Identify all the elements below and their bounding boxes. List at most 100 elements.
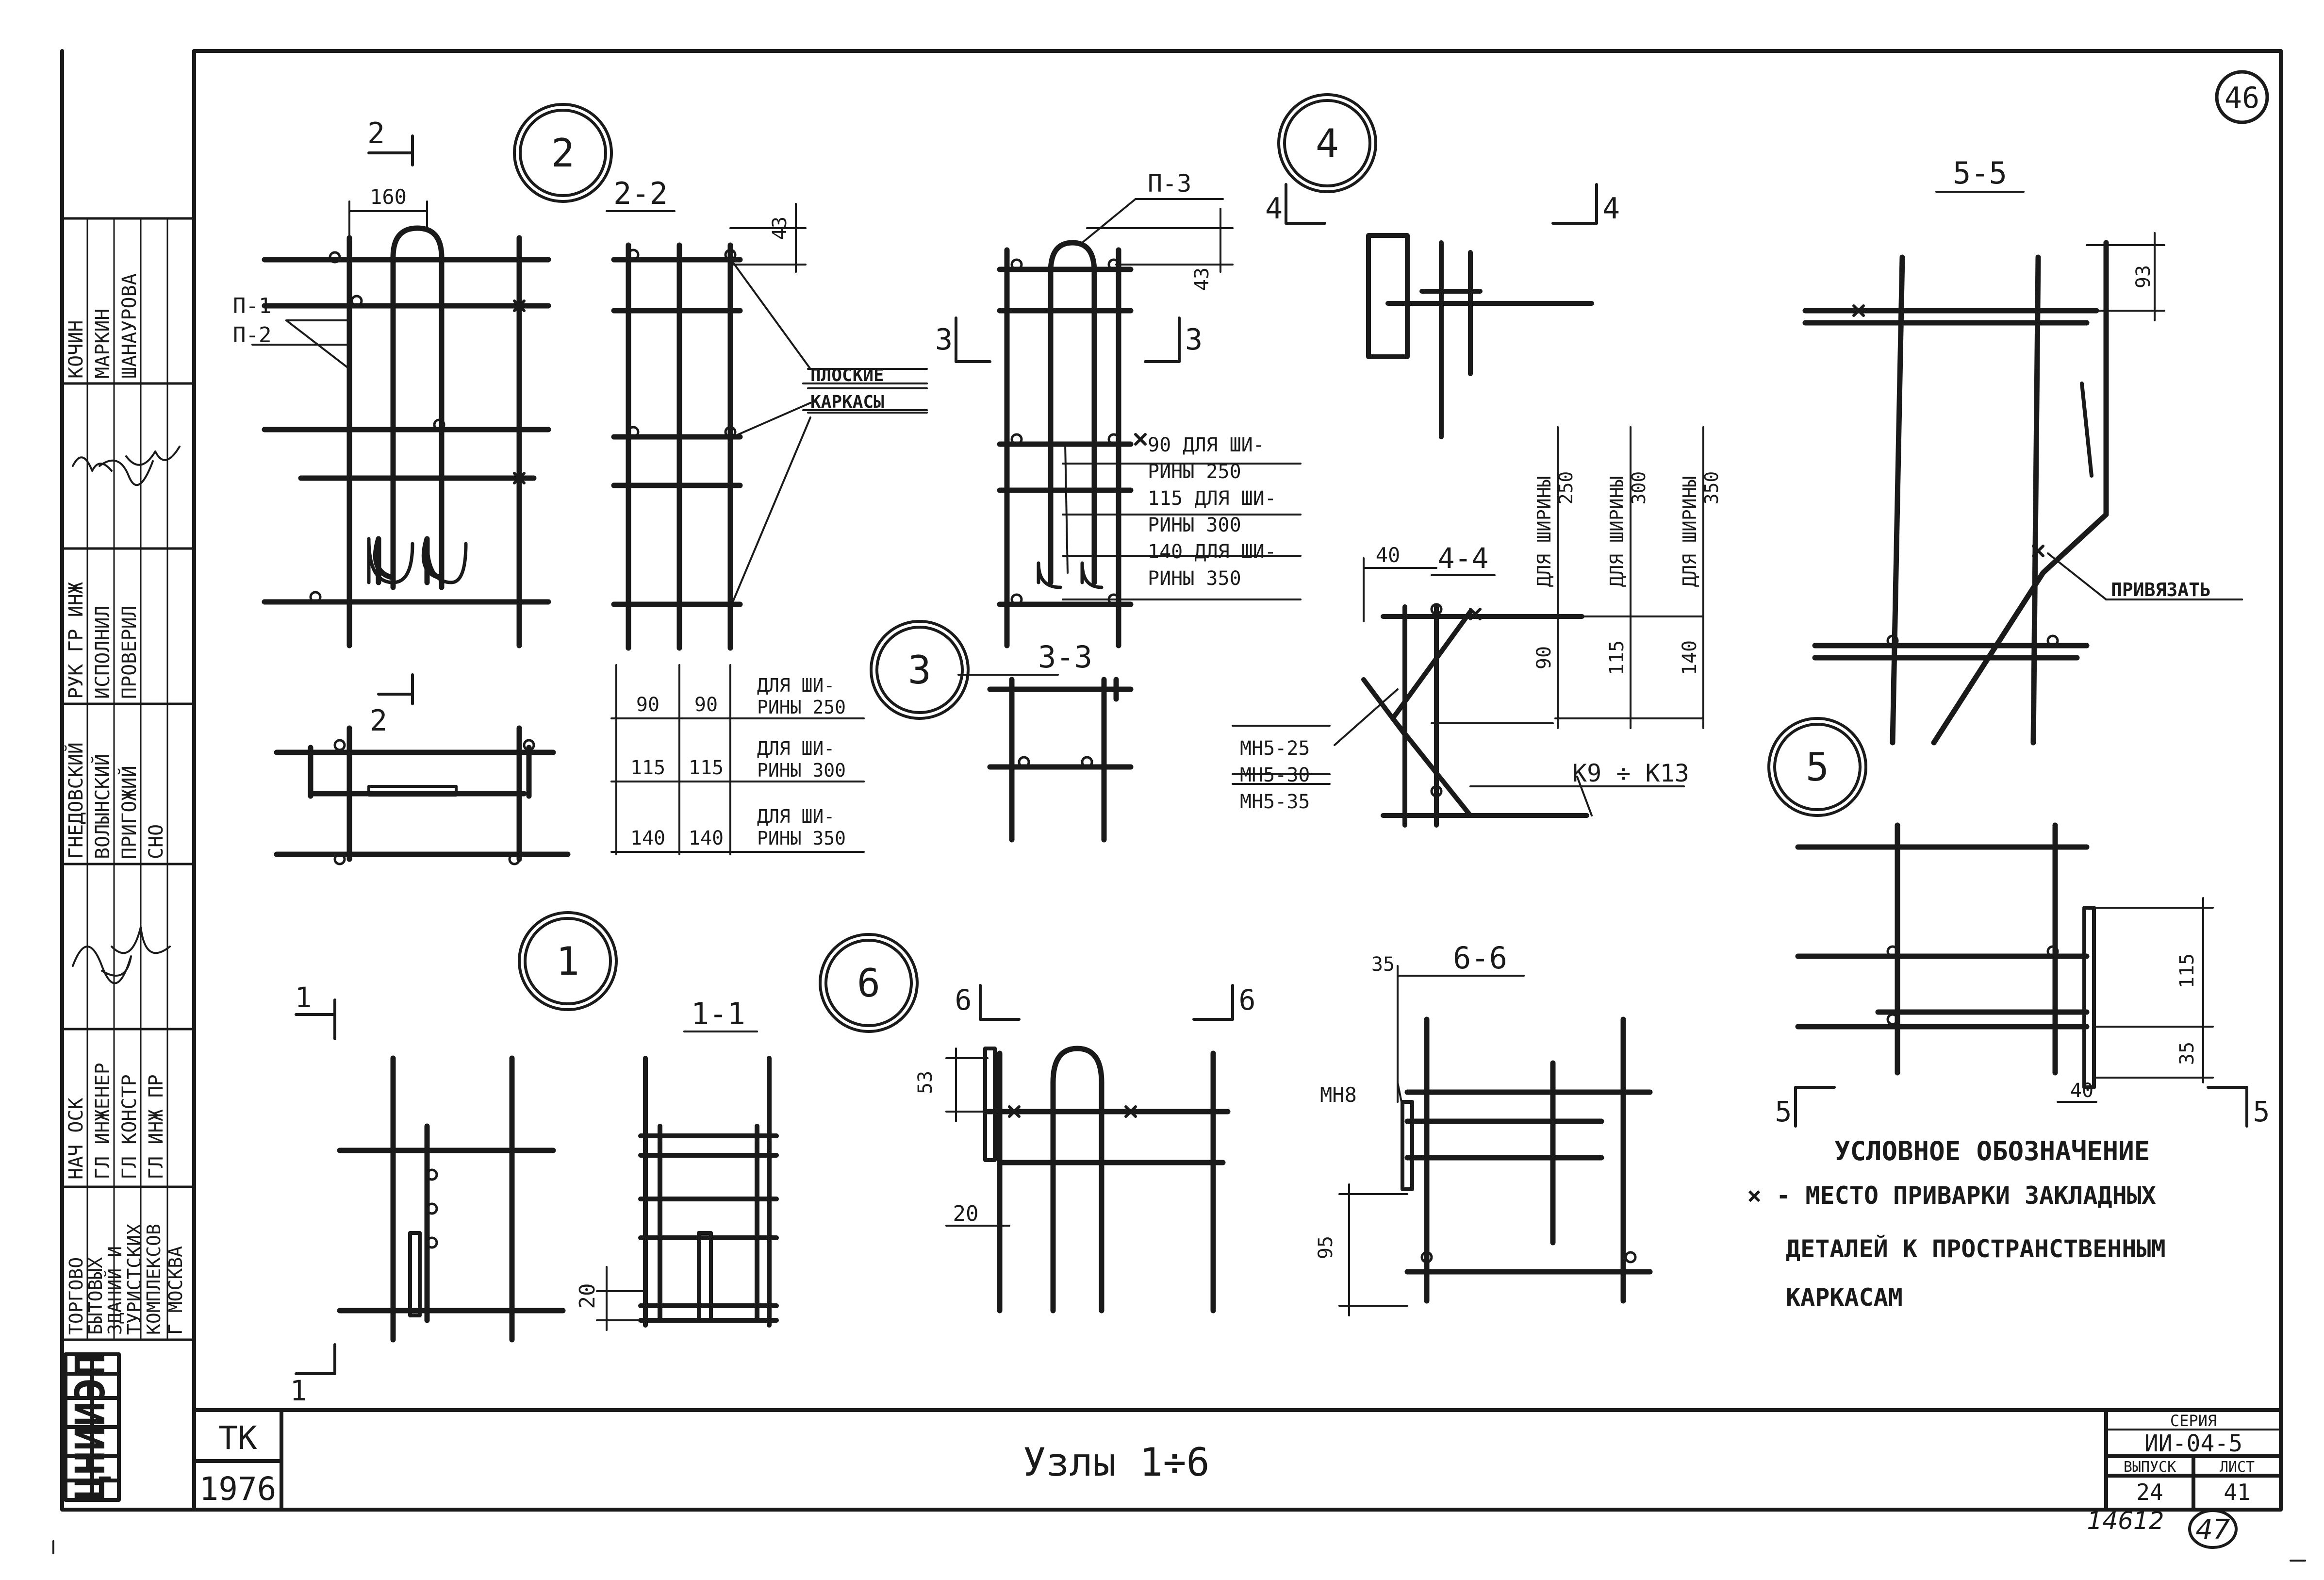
label-k-range: К9 ÷ К13 [1572, 759, 1689, 787]
node2-elevation [274, 725, 571, 862]
label-mn5-35: МН5-35 [1240, 791, 1310, 813]
node-number-3: 3 [908, 648, 931, 693]
org-line-6: Г МОСКВА [165, 1246, 186, 1335]
width44-2b: 300 [1628, 471, 1649, 505]
width44-1a: ДЛЯ ШИРИНЫ [1533, 476, 1555, 587]
section-4-4-dims [1334, 426, 1704, 816]
table22-r1-a: 90 [636, 694, 659, 716]
edge-marks [52, 1540, 2306, 1562]
logo-text: ЦНИИЭП [66, 1353, 114, 1500]
table22-r2-a: 115 [630, 757, 665, 779]
table22-r2-b: 115 [689, 757, 724, 779]
note3-line3: 115 ДЛЯ ШИ- [1148, 487, 1276, 510]
dim-40-node5: 40 [2070, 1080, 2093, 1102]
cut-number-6-right: 6 [1239, 983, 1256, 1016]
cut-mark-2-bottom [377, 673, 414, 705]
dim-20-node6: 20 [953, 1201, 979, 1226]
node3-dims [1062, 198, 1302, 600]
cut-number-3-right: 3 [1185, 323, 1203, 357]
section-title-6-6: 6-6 [1453, 940, 1507, 976]
section-title-2-2: 2-2 [613, 176, 668, 211]
name-a-4: СНО [145, 824, 167, 859]
cut-mark-1 [295, 998, 336, 1375]
node2-plan [262, 225, 551, 649]
label-mn5-30: МН5-30 [1240, 764, 1310, 786]
cut-mark-4 [1285, 183, 1598, 225]
title-year: 1976 [199, 1470, 277, 1508]
cut-number-1-bottom: 1 [290, 1374, 307, 1407]
label-p1: П-1 [233, 294, 271, 318]
name-b-2: МАРКИН [92, 309, 114, 379]
section-2-2-dims [610, 203, 928, 855]
section-title-4-4: 4-4 [1438, 542, 1489, 575]
node-number-5: 5 [1806, 745, 1829, 790]
note3-line2: РИНЫ 250 [1148, 461, 1241, 483]
note3-line6: РИНЫ 350 [1148, 567, 1241, 590]
cut-number-1-top: 1 [295, 981, 312, 1014]
dim-35-node5: 35 [2176, 1042, 2198, 1065]
table22-r1-b: 90 [694, 694, 718, 716]
section-title-5-5: 5-5 [1953, 155, 2007, 191]
table22-r2-n1: ДЛЯ ШИ- [757, 738, 835, 759]
name-a-2: ВОЛЫНСКИЙ [91, 754, 114, 859]
org-line-1: ТОРГОВО [66, 1257, 87, 1335]
section-6-6 [1401, 1016, 1653, 1304]
dim-115-node5: 115 [2176, 953, 2198, 988]
table22-r3-a: 140 [630, 827, 665, 849]
node-number-1: 1 [556, 939, 579, 984]
issue-value: 24 [2136, 1479, 2163, 1505]
dim-35-section66: 35 [1371, 953, 1395, 976]
role-2: ГЛ ИНЖЕНЕР [92, 1063, 114, 1180]
dim-40: 40 [1376, 543, 1401, 567]
label-p3: П-3 [1148, 169, 1191, 198]
cut-mark-3-left [955, 316, 991, 363]
page-number-circle [2215, 70, 2269, 124]
section-3-3 [987, 677, 1134, 843]
note3-line4: РИНЫ 300 [1148, 514, 1241, 536]
cut-number-3-left: 3 [935, 323, 953, 357]
section-5-5 [1802, 240, 2109, 746]
drawing-title: Узлы 1÷6 [1022, 1440, 1209, 1485]
table22-r3-n2: РИНЫ 350 [757, 828, 846, 849]
node-number-2: 2 [551, 131, 575, 176]
cut-mark-5 [1794, 1086, 2248, 1128]
table22-r1-n1: ДЛЯ ШИ- [757, 675, 835, 696]
page-number-2: 47 [2195, 1514, 2230, 1546]
side-stamp-grid [61, 217, 196, 1341]
role-b-2: ИСПОЛНИЛ [92, 605, 114, 699]
width44-2a: ДЛЯ ШИРИНЫ [1606, 476, 1628, 587]
dim-53: 53 [914, 1071, 937, 1094]
cut-number-2-top: 2 [367, 116, 385, 150]
cut-number-4-left: 4 [1265, 192, 1283, 226]
cut-number-4-right: 4 [1602, 192, 1620, 226]
table22-r3-n1: ДЛЯ ШИ- [757, 806, 835, 827]
name-a-3: ПРИГОЖИЙ [117, 765, 141, 859]
cut-mark-3-right [1144, 316, 1181, 363]
role-4: ГЛ ИНЖ ПР [145, 1074, 167, 1180]
note3-line5: 140 ДЛЯ ШИ- [1148, 541, 1276, 563]
cut-mark-2-top [367, 134, 414, 166]
node-circles [513, 93, 1867, 1033]
label-flat-frames-2: КАРКАСЫ [810, 392, 884, 412]
label-flat-frames-1: ПЛОСКИЕ [810, 366, 884, 385]
name-a-1: ГНЕДОВСКИЙ [64, 742, 87, 859]
cut-number-2-bottom: 2 [370, 704, 387, 738]
sheet-value: 41 [2224, 1479, 2250, 1505]
dim-20-section11: 20 [575, 1283, 600, 1309]
node6-plan [982, 1046, 1231, 1314]
title-code: ТК [218, 1419, 257, 1457]
dim-43-a: 43 [769, 216, 791, 240]
page-number-2-circle [2188, 1509, 2238, 1549]
cut-number-5-right: 5 [2253, 1095, 2270, 1128]
dim-93: 93 [2132, 265, 2155, 288]
org-line-4: ТУРИСТСКИХ [124, 1224, 145, 1335]
dim44-115: 115 [1606, 640, 1628, 675]
node-number-6: 6 [857, 961, 880, 1006]
text-layer: 46 47 14612 2 4 3 5 1 6 2-2 3-3 4-4 5-5 … [64, 81, 2270, 1546]
section-1-1-dims [596, 1266, 646, 1331]
series-label: СЕРИЯ [2170, 1412, 2217, 1430]
org-line-2: БЫТОВЫХ [85, 1257, 106, 1335]
cut-mark-6 [979, 984, 1234, 1021]
node-number-4: 4 [1316, 121, 1339, 166]
